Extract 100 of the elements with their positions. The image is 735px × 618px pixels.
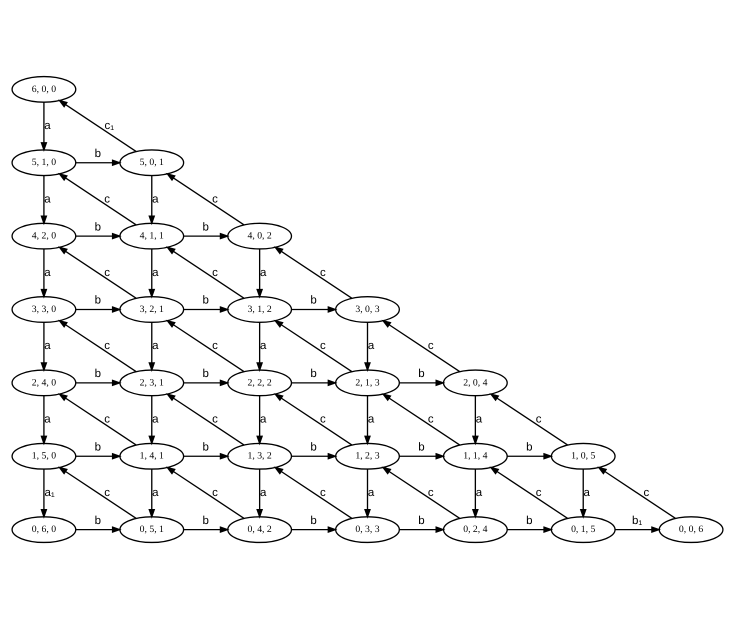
edge-label: a [44,192,51,205]
edge-label: c [104,340,110,352]
node-ellipse: 1, 5, 0 [11,442,76,470]
edge-label: c [536,413,542,426]
node-ellipse: 1, 0, 5 [550,442,616,470]
arrow [507,526,554,533]
node-ellipse: 3, 0, 3 [335,296,400,322]
edge-label: b [310,514,317,526]
edge-label: a [152,192,159,205]
arrow [489,466,568,518]
arrow [507,452,554,460]
edge-label: a [44,340,51,352]
arrow [489,392,568,445]
arrow [597,466,676,518]
node-ellipse: 3, 1, 2 [227,296,292,322]
node-ellipse: 4, 0, 2 [227,222,292,250]
edge-label: b [94,294,102,306]
edge-label: c [428,486,434,498]
edge-label: b [310,440,317,453]
arrow [256,248,264,298]
node-ellipse: 1, 4, 1 [119,442,184,470]
edge-label: c₁ [104,120,114,132]
edge-label: b [94,514,102,526]
node-ellipse: 3, 2, 1 [119,296,184,322]
node-ellipse: 0, 5, 1 [119,516,184,543]
edge-label: b [526,440,532,453]
edge-label: b₁ [632,514,642,526]
node-ellipse: 6, 0, 0 [11,75,76,102]
arrow [40,248,48,298]
arrow [148,468,156,518]
arrow [364,395,371,445]
edge-label: a [260,340,266,352]
edge-label: b [94,440,102,453]
arrow [256,395,264,445]
arrow [76,452,122,460]
arrow [58,466,136,518]
arrow [400,378,446,386]
edge-label: a [44,413,51,426]
arrow [166,466,244,518]
edge-label: a [260,266,266,278]
edge-label: a [476,413,482,426]
arrow [400,452,446,460]
arrow [76,378,122,386]
arrow [364,468,371,518]
arrow [400,526,446,533]
arrow [148,248,156,298]
arrow [40,395,48,445]
edge-label: b [418,514,425,526]
arrow [472,395,479,445]
arrow [148,175,156,225]
arrow [58,246,136,298]
edge-label: c [104,413,110,426]
arrow [184,526,230,533]
node-ellipse: 0, 1, 5 [550,516,616,543]
node-ellipse: 2, 2, 2 [227,368,292,396]
arrow [274,246,352,298]
arrow [382,319,460,372]
edge-label: c [536,486,542,498]
edge-label: c [212,266,218,278]
edge-label: b [310,294,317,306]
node-ellipse: 3, 3, 0 [11,296,76,322]
edge-label: c [428,340,434,352]
edge-label: a [152,340,159,352]
edge-label: c [104,192,110,205]
node-ellipse: 0, 4, 2 [227,516,292,543]
edge-label: c [320,413,326,426]
arrow [580,468,587,518]
arrow [274,392,352,445]
edge-label: a [368,413,374,426]
node-ellipse: 0, 0, 6 [658,516,724,543]
edge-label: a [368,340,374,352]
edge-label: c [104,266,110,278]
edge-label: b [526,514,532,526]
arrow [166,172,244,225]
node-ellipse: 1, 3, 2 [227,442,292,470]
edge-label: b [202,294,209,306]
edge-label: a [584,486,590,498]
edge-label: b [202,220,209,233]
edge-label: c [212,192,218,205]
arrow [274,319,352,372]
node-ellipse: 2, 1, 3 [335,368,400,396]
arrow [166,392,244,445]
node-ellipse: 4, 2, 0 [11,222,76,250]
arrow [256,322,264,372]
edge-label: c [212,486,218,498]
edge-label: b [202,440,209,453]
arrow [58,392,136,445]
edge-label: a [260,486,266,498]
edge-label: a [44,120,51,132]
arrow [76,526,122,533]
edge-label: b [418,440,425,453]
node-ellipse: 4, 1, 1 [119,222,184,250]
arrow [184,232,230,240]
edge-label: b [94,220,102,233]
arrow [292,452,338,460]
edge-label: a [152,486,159,498]
edge-label: c [320,266,326,278]
edge-label: c [428,413,434,426]
arrow [40,175,48,225]
arrow [382,392,460,445]
